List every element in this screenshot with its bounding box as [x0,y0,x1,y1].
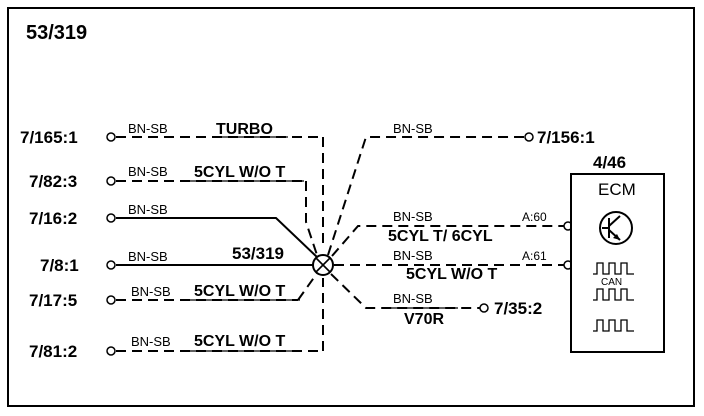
connector-7-35-2: BN-SB V70R 7/35:2 [330,273,542,328]
ecm-box [570,173,665,353]
ecm-ref: 4/46 [593,153,626,172]
condition-label: 5CYL W/O T [406,266,497,283]
condition-label: 5CYL W/O T [194,283,285,300]
wire-color-label: BN-SB [131,334,171,349]
wire-color-label: BN-SB [393,209,433,224]
wire-color-label: BN-SB [128,249,168,264]
splice-label: 53/319 [232,244,284,263]
connector-7-81-2: 7/81:2 BN-SB 5CYL W/O T [29,278,324,361]
connector-7-165-1: 7/165:1 BN-SB TURBO [20,121,324,248]
ecm-module: 4/46 ECM CAN [570,153,665,353]
connector-pin-icon [479,303,489,313]
diagram-frame [7,7,695,407]
connector-7-82-3: 7/82:3 BN-SB 5CYL W/O T [29,164,319,259]
connector-pin-icon [106,260,116,270]
wire-color-label: BN-SB [128,164,168,179]
connector-label: 7/165:1 [20,128,78,147]
wire [327,136,525,256]
connector-label: 7/17:5 [29,291,77,310]
condition-label: V70R [404,311,444,328]
connector-7-17-5: 7/17:5 BN-SB 5CYL W/O T [29,271,319,310]
connector-pin-icon [524,132,534,142]
pin-label: A:61 [522,249,547,263]
connector-pin-icon [106,346,116,356]
square-wave-icon [593,262,634,275]
connector-pin-icon [106,213,116,223]
connector-label: 7/16:2 [29,209,77,228]
condition-label: 5CYL T/ 6CYL [388,228,493,245]
can-bus-icon [593,288,634,301]
condition-label: 5CYL W/O T [194,333,285,350]
wire [305,181,319,259]
connector-label: 7/8:1 [40,256,79,275]
diagram-title: 53/319 [26,22,87,44]
connector-label: 7/35:2 [494,299,542,318]
wire-color-label: BN-SB [393,248,433,263]
connector-7-16-2: 7/16:2 BN-SB [29,202,319,259]
wire-color-label: BN-SB [131,284,171,299]
wire-color-label: BN-SB [128,202,168,217]
splice-53-319: 53/319 [232,244,334,276]
wire-color-label: BN-SB [393,291,433,306]
condition-label: 5CYL W/O T [194,164,285,181]
connector-label: 7/82:3 [29,172,77,191]
wire [297,271,319,301]
can-label: CAN [601,277,622,288]
wire-color-label: BN-SB [393,121,433,136]
wire-to-ecm-a61: BN-SB A:61 5CYL W/O T [334,248,573,283]
wire-color-label: BN-SB [128,121,168,136]
condition-label: TURBO [216,121,273,138]
connector-pin-icon [106,295,116,305]
wire [331,225,565,257]
connector-label: 7/156:1 [537,128,595,147]
connector-pin-icon [106,132,116,142]
square-wave-icon [593,319,634,332]
ecm-name: ECM [598,180,636,199]
wire [330,273,480,309]
connector-pin-icon [106,176,116,186]
splice-cross [315,257,331,273]
connector-7-156-1: BN-SB 7/156:1 [327,121,595,256]
connector-7-8-1: 7/8:1 BN-SB [40,249,314,275]
transistor-icon [599,211,633,245]
pin-label: A:60 [522,210,547,224]
wire-to-ecm-a60: BN-SB A:60 5CYL T/ 6CYL [331,209,573,257]
connector-label: 7/81:2 [29,342,77,361]
wire [116,217,319,259]
